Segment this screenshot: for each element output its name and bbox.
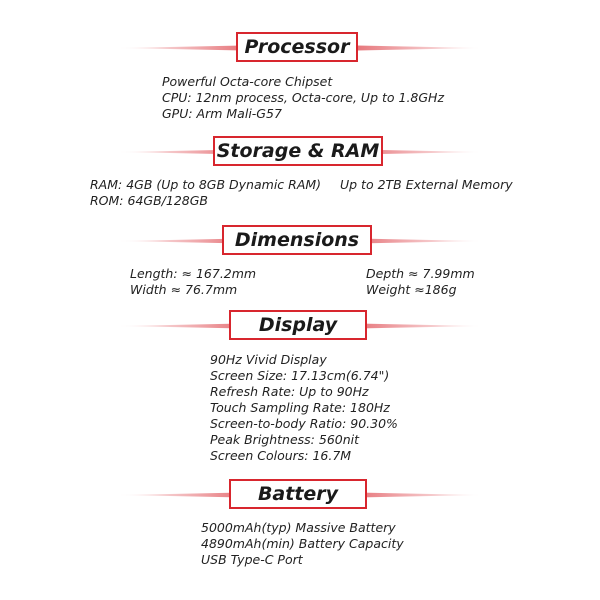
processor-title: Processor bbox=[236, 32, 358, 62]
battery-spec-1: 5000mAh(typ) Massive Battery bbox=[201, 520, 396, 535]
storage-title: Storage & RAM bbox=[213, 136, 383, 166]
battery-spec-3: USB Type-C Port bbox=[201, 552, 303, 567]
display-title: Display bbox=[229, 310, 367, 340]
display-spec-4: Touch Sampling Rate: 180Hz bbox=[210, 400, 390, 415]
display-header: Display bbox=[0, 310, 600, 346]
processor-spec-3: GPU: Arm Mali-G57 bbox=[162, 106, 282, 121]
processor-spec-2: CPU: 12nm process, Octa-core, Up to 1.8G… bbox=[162, 90, 445, 105]
storage-rom: ROM: 64GB/128GB bbox=[90, 193, 208, 208]
storage-external: Up to 2TB External Memory bbox=[340, 177, 513, 192]
display-spec-1: 90Hz Vivid Display bbox=[210, 352, 327, 367]
battery-title: Battery bbox=[229, 479, 367, 509]
processor-header: Processor bbox=[0, 32, 600, 68]
dimensions-depth: Depth ≈ 7.99mm bbox=[366, 266, 475, 281]
dimensions-width: Width ≈ 76.7mm bbox=[130, 282, 238, 297]
display-spec-2: Screen Size: 17.13cm(6.74") bbox=[210, 368, 390, 383]
display-spec-7: Screen Colours: 16.7M bbox=[210, 448, 352, 463]
battery-header: Battery bbox=[0, 479, 600, 515]
storage-ram: RAM: 4GB (Up to 8GB Dynamic RAM) bbox=[90, 177, 322, 192]
dimensions-weight: Weight ≈186g bbox=[366, 282, 457, 297]
dimensions-header: Dimensions bbox=[0, 225, 600, 261]
storage-header: Storage & RAM bbox=[0, 136, 600, 172]
display-spec-6: Peak Brightness: 560nit bbox=[210, 432, 360, 447]
battery-spec-2: 4890mAh(min) Battery Capacity bbox=[201, 536, 404, 551]
display-spec-5: Screen-to-body Ratio: 90.30% bbox=[210, 416, 398, 431]
dimensions-length: Length: ≈ 167.2mm bbox=[130, 266, 257, 281]
processor-spec-1: Powerful Octa-core Chipset bbox=[162, 74, 333, 89]
dimensions-title: Dimensions bbox=[222, 225, 372, 255]
display-spec-3: Refresh Rate: Up to 90Hz bbox=[210, 384, 369, 399]
